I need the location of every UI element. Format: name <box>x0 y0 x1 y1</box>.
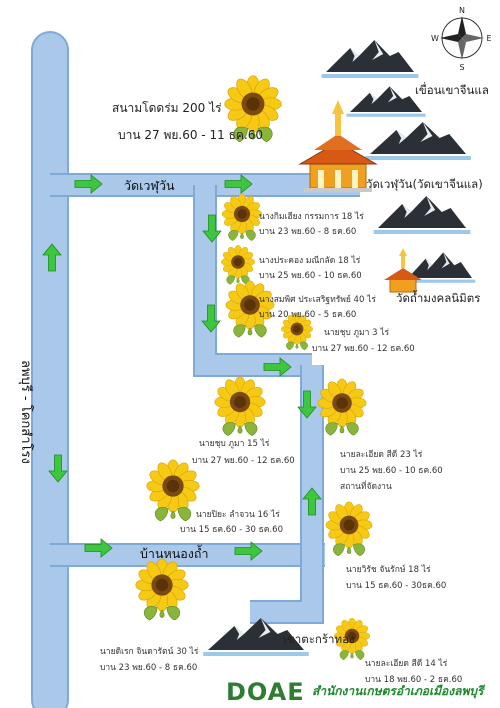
farm-bloom: บาน 27 พย.60 - 12 ธค.60 <box>312 344 415 354</box>
collection-point-label: สถานที่จัดงาน <box>340 482 392 492</box>
farm-bloom: บาน 23 พย.60 - 8 ธค.60 <box>259 227 357 237</box>
farm-bloom: บาน 27 พย.60 - 12 ธค.60 <box>192 456 295 466</box>
farm-label: นางสมพิศ ประเสริฐทรัพย์ 40 ไร่ <box>259 295 376 305</box>
temple-small-icon <box>384 248 422 293</box>
farm-bloom: บาน 15 ธค.60 - 30ธค.60 <box>346 581 447 591</box>
farm-bloom: บาน 25 พย.60 - 10 ธค.60 <box>340 466 443 476</box>
farm-label: นางประคอง มณีกลัด 18 ไร่ <box>259 256 361 266</box>
temple-main-label: วัดเวฬุวัน(วัดเขาจีนแล) <box>366 177 483 191</box>
farm-label: นางกิมเฮียง กรรมการ 18 ไร่ <box>259 212 364 222</box>
farm-bloom: บาน 25 พย.60 - 10 ธค.60 <box>259 271 362 281</box>
temple-small-label: วัดถ้ำมงคลนิมิตร <box>396 291 481 305</box>
farm-label: นายดิเรก จินดารัตน์ 30 ไร่ <box>100 647 199 657</box>
farm-label: นายชุบ ภูมา 15 ไร่ <box>199 439 270 449</box>
compass-label-w: W <box>431 34 439 43</box>
doae-logo: DOAE <box>226 678 305 706</box>
road-label-bottom: บ้านหนองถ้ำ <box>140 546 209 561</box>
farm-label: นายละเอียด สีดี 23 ไร่ <box>340 450 423 460</box>
compass-label-e: E <box>486 34 491 43</box>
compass-label-s: S <box>459 63 464 72</box>
road-network <box>31 31 360 708</box>
field-title: สนามโดดร่ม 200 ไร่ <box>112 101 222 115</box>
farm-bloom: บาน 23 พย.60 - 8 ธค.60 <box>100 663 198 673</box>
temple-main-icon <box>298 100 378 192</box>
bottom-mountain-label: เขาตะกร้าทอง <box>283 632 355 646</box>
road-label-main: ลพบุรี - โคกสำโรง <box>18 360 33 464</box>
compass-rose-icon: N E S W <box>431 6 491 72</box>
farm-bloom: บาน 20 พย.60 - 5 ธค.60 <box>259 310 357 320</box>
farm-bloom: บาน 18 พย.60 - 2 ธค.60 <box>365 675 463 685</box>
farm-bloom: บาน 15 ธค.60 - 30 ธค.60 <box>180 525 283 535</box>
farm-label: นายวิรัช จันรักษ์ 18 ไร่ <box>346 565 431 575</box>
farm-label: นายชุบ ภูมา 3 ไร่ <box>324 328 390 338</box>
office-name: สำนักงานเกษตรอำเภอเมืองลพบุรี <box>312 684 484 698</box>
compass-label-n: N <box>459 6 465 15</box>
field-bloom: บาน 27 พย.60 - 11 ธค.60 <box>118 128 263 142</box>
dam-label: เขื่อนเขาจีนแล <box>415 83 489 97</box>
road-label-top: วัดเวฬุวัน <box>124 178 175 193</box>
farm-label: นายปิยะ ลำจวน 16 ไร่ <box>196 510 280 520</box>
farm-label: นายละเอียด สีดี 14 ไร่ <box>365 659 448 669</box>
